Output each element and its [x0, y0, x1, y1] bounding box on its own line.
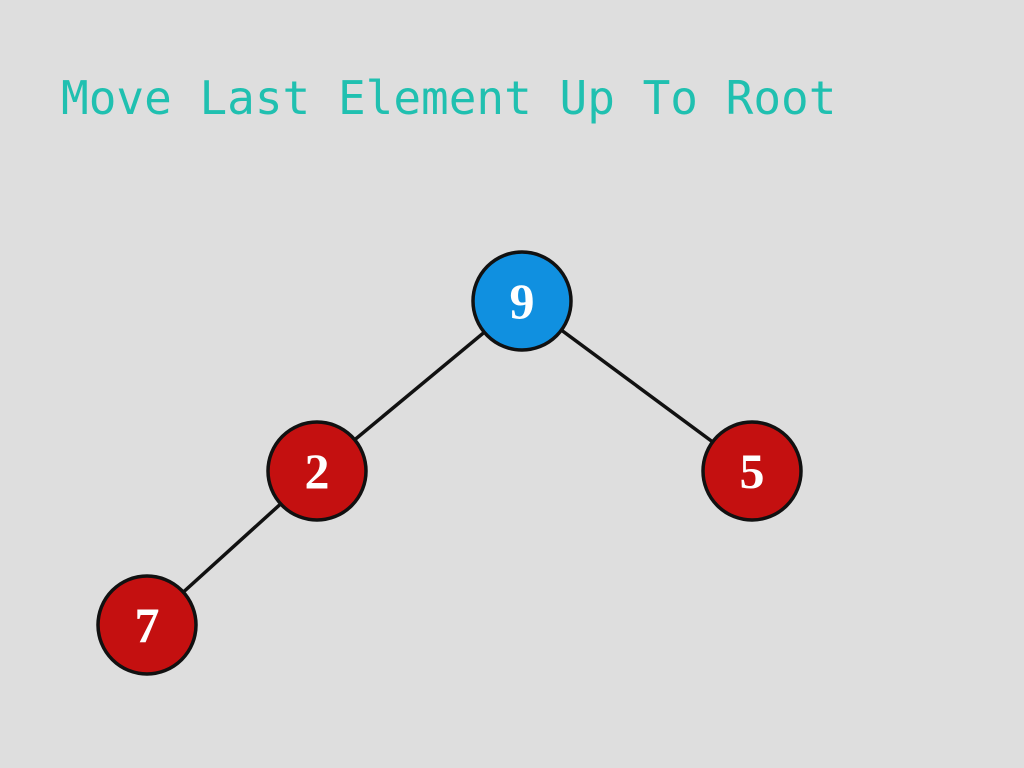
node-label-root: 9 [510, 273, 535, 329]
node-label-right: 5 [740, 443, 765, 499]
node-circle-left [266, 420, 368, 522]
tree-edges [145, 299, 754, 627]
node-circle-root [471, 250, 573, 352]
node-circle-left-left [96, 574, 198, 676]
tree-node-right: 5 [701, 420, 803, 522]
node-circle-right [701, 420, 803, 522]
node-label-left-left: 7 [135, 597, 160, 653]
tree-node-left-left: 7 [96, 574, 198, 676]
tree-node-left: 2 [266, 420, 368, 522]
tree-node-root: 9 [471, 250, 573, 352]
node-label-left: 2 [305, 443, 330, 499]
slide-title: Move Last Element Up To Root [61, 71, 837, 125]
